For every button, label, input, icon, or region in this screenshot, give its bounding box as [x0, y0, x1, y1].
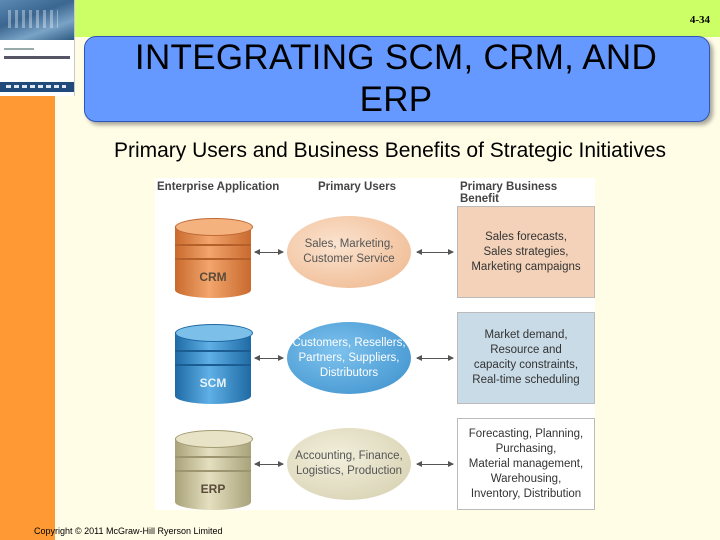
erp-label: ERP: [200, 482, 226, 496]
erp-benefit-arrow: [416, 461, 454, 467]
scm-benefit-text: Market demand, Resource and capacity con…: [472, 329, 580, 386]
strategic-initiatives-figure: Enterprise Application Primary Users Pri…: [155, 178, 595, 510]
scm-benefit-box: Market demand, Resource and capacity con…: [457, 312, 595, 404]
crm-label: CRM: [199, 270, 227, 284]
erp-benefit-box: Forecasting, Planning, Purchasing, Mater…: [457, 418, 595, 510]
copyright-notice: Copyright © 2011 McGraw-Hill Ryerson Lim…: [34, 526, 223, 536]
scm-database-icon: SCM: [175, 324, 253, 412]
crm-users-text: Sales, Marketing, Customer Service: [303, 238, 395, 265]
erp-users-text: Accounting, Finance, Logistics, Producti…: [295, 450, 403, 477]
header-enterprise-application: Enterprise Application: [157, 181, 280, 193]
crm-database-icon: CRM: [175, 218, 253, 306]
erp-benefit-text: Forecasting, Planning, Purchasing, Mater…: [468, 427, 584, 500]
scm-users-arrow: [254, 355, 284, 361]
erp-users-ellipse: Accounting, Finance, Logistics, Producti…: [287, 428, 411, 500]
crm-users-ellipse: Sales, Marketing, Customer Service: [287, 216, 411, 288]
scm-label: SCM: [199, 376, 227, 390]
erp-database-icon: ERP: [175, 430, 253, 518]
scm-benefit-arrow: [416, 355, 454, 361]
side-accent-bar: [0, 37, 55, 540]
slide-subtitle: Primary Users and Business Benefits of S…: [113, 139, 667, 162]
crm-users-arrow: [254, 249, 284, 255]
top-accent-bar: [0, 0, 720, 37]
crm-benefit-box: Sales forecasts, Sales strategies, Marke…: [457, 206, 595, 298]
slide-number: 4-34: [689, 14, 710, 26]
header-primary-users: Primary Users: [318, 181, 396, 193]
erp-users-arrow: [254, 461, 284, 467]
crm-benefit-arrow: [416, 249, 454, 255]
book-cover-thumbnail: [0, 0, 75, 96]
header-primary-benefit: Primary Business Benefit: [460, 181, 558, 205]
title-box: [84, 36, 710, 122]
scm-users-ellipse: Customers, Resellers, Partners, Supplier…: [287, 322, 411, 394]
slide-title: INTEGRATING SCM, CRM, AND ERP: [134, 38, 658, 119]
crm-benefit-text: Sales forecasts, Sales strategies, Marke…: [471, 230, 581, 273]
scm-users-text: Customers, Resellers, Partners, Supplier…: [292, 336, 406, 379]
